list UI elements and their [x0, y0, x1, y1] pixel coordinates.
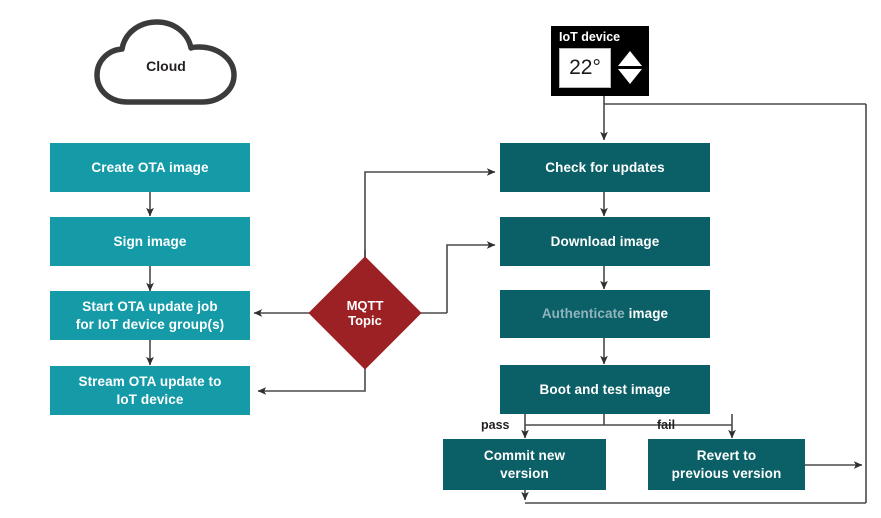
node-label: Check for updates — [545, 159, 665, 175]
node-create-ota-image[interactable]: Create OTA image — [50, 143, 250, 192]
node-mqtt-topic[interactable]: MQTT Topic — [308, 256, 422, 370]
node-label-line2: IoT device — [116, 391, 184, 407]
edge-mqtt-to-stream — [257, 355, 366, 395]
node-label-line2: for IoT device group(s) — [75, 316, 225, 332]
node-label: Download image — [550, 233, 660, 249]
node-label: Revert to previous version — [672, 447, 782, 482]
node-label: Authenticate image — [542, 305, 668, 322]
node-label-line1: Commit new — [483, 448, 566, 464]
node-label: Start OTA update job for IoT device grou… — [76, 298, 225, 333]
node-label-line2: previous version — [671, 465, 782, 481]
cloud-icon — [94, 19, 237, 105]
edge-label-pass: pass — [481, 418, 510, 432]
node-commit-new-version[interactable]: Commit new version — [443, 439, 606, 490]
edge-mqtt-to-check-updates — [364, 168, 496, 271]
diamond-label-line1: MQTT — [346, 297, 384, 313]
node-start-ota-job[interactable]: Start OTA update job for IoT device grou… — [50, 291, 250, 340]
node-label: Boot and test image — [539, 381, 671, 397]
cloud-shape: Cloud — [92, 18, 240, 108]
edge-mqtt-to-download — [446, 241, 496, 313]
node-label-line1: Revert to — [696, 448, 757, 464]
diamond-label-line2: Topic — [348, 313, 382, 328]
node-stream-ota-update[interactable]: Stream OTA update to IoT device — [50, 366, 250, 415]
node-label: Commit new version — [484, 447, 565, 482]
iot-device-body: 22° — [559, 47, 642, 88]
node-authenticate-image[interactable]: Authenticate image — [500, 290, 710, 338]
node-boot-and-test-image[interactable]: Boot and test image — [500, 365, 710, 414]
node-label: Create OTA image — [91, 159, 209, 175]
cloud-label: Cloud — [146, 58, 186, 74]
node-label: Stream OTA update to IoT device — [78, 373, 221, 408]
edge-feedback-to-check-updates — [600, 103, 866, 141]
node-label-line1: Start OTA update job — [82, 299, 218, 315]
edge-label-fail: fail — [657, 418, 676, 432]
node-check-for-updates[interactable]: Check for updates — [500, 143, 710, 192]
up-arrow-icon[interactable] — [618, 51, 642, 66]
down-arrow-icon[interactable] — [618, 69, 642, 84]
node-sign-image[interactable]: Sign image — [50, 217, 250, 266]
iot-device-display: 22° — [559, 47, 611, 88]
node-label: Sign image — [113, 233, 187, 249]
diamond-label: MQTT Topic — [325, 273, 405, 353]
node-label-line1: Stream OTA update to — [78, 374, 222, 390]
iot-device-widget: IoT device 22° — [551, 26, 649, 96]
iot-device-title: IoT device — [559, 30, 621, 44]
node-label-word2: image — [628, 306, 669, 322]
node-label-line2: version — [500, 465, 549, 481]
node-revert-previous-version[interactable]: Revert to previous version — [648, 439, 805, 490]
node-download-image[interactable]: Download image — [500, 217, 710, 266]
iot-device-stepper[interactable] — [618, 51, 642, 84]
node-label-word1: Authenticate — [541, 306, 625, 322]
